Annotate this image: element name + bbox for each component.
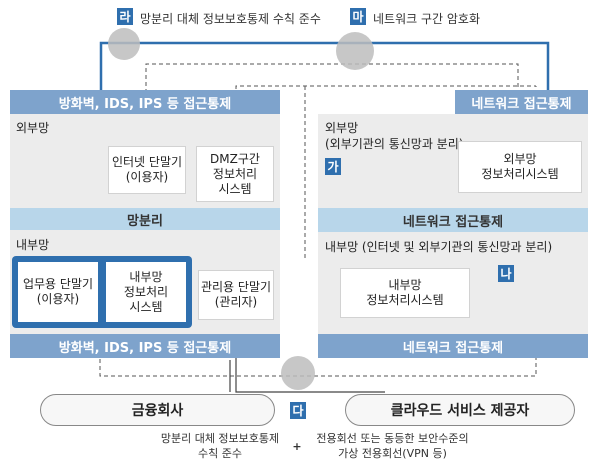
business-terminal-box: 업무용 단말기 (이용자) [18,262,98,322]
internal-processing-system-box: 내부망 정보처리시스템 [340,268,470,318]
badge-da: 다 [290,402,306,419]
right-middle-network-access-control-bar: 네트워크 접근통제 [318,208,588,232]
footer-note-right: 전용회선 또는 동등한 보안수준의 가상 전용회선(VPN 등) [316,432,469,460]
right-top-network-access-control-bar: 네트워크 접근통제 [455,90,588,114]
highlight-circle [108,28,140,60]
highlight-circle [281,356,315,390]
plus-sign: + [292,440,302,453]
right-external-network-label: 외부망 (외부기관의 통신망과 분리) [325,121,464,151]
external-system-box: 외부망 정보처리시스템 [458,141,582,193]
dashed-connection-line [235,85,536,145]
dmz-system-box: DMZ구간 정보처리 시스템 [196,146,274,202]
internet-terminal-box: 인터넷 단말기 (이용자) [108,146,186,194]
left-top-access-control-bar: 방화벽, IDS, IPS 등 접근통제 [10,90,280,114]
admin-terminal-box: 관리용 단말기 (관리자) [198,270,274,320]
badge-ma: 마 [350,8,366,25]
badge-na: 나 [498,265,514,282]
legend-ra-label: 망분리 대체 정보보호통제 수칙 준수 [140,12,321,26]
internal-system-box: 내부망 정보처리 시스템 [106,262,186,322]
footer-note-left: 망분리 대체 정보보호통제 수칙 준수 [160,432,280,460]
network-separation-bar: 망분리 [10,208,280,230]
badge-ga: 가 [325,158,341,175]
badge-ra: 라 [117,8,133,25]
right-bottom-network-access-control-bar: 네트워크 접근통제 [318,334,588,358]
highlight-circle [336,32,374,70]
left-bottom-access-control-bar: 방화벽, IDS, IPS 등 접근통제 [10,334,280,358]
legend-ma-label: 네트워크 구간 암호화 [373,12,480,26]
left-internal-network-label: 내부망 [16,238,50,252]
cloud-provider-label: 클라우드 서비스 제공자 [345,394,575,426]
left-external-network-label: 외부망 [16,121,50,135]
right-internal-network-label: 내부망 (인터넷 및 외부기관의 통신망과 분리) [325,240,553,254]
financial-company-label: 금융회사 [40,394,275,426]
